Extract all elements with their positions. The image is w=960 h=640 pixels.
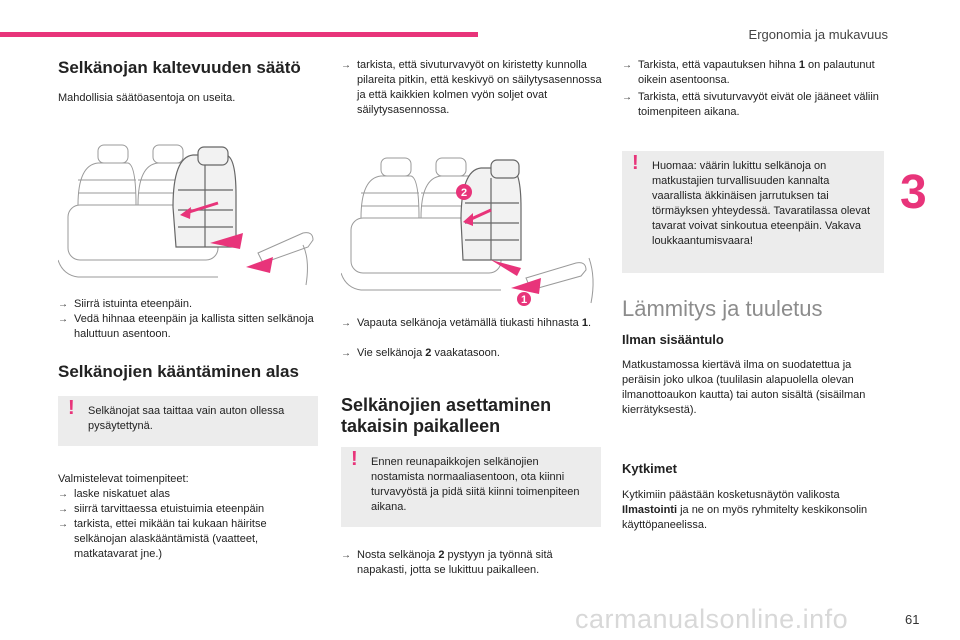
controls-text-a: Kytkimiin päästään kosketusnäytön valiko… [622, 489, 840, 501]
header-accent-bar [0, 32, 478, 37]
release-num: 1 [581, 317, 588, 329]
fold-warning-text: Selkänojat saa taittaa vain auton olless… [88, 405, 285, 432]
raise-bullet: Nosta selkänoja 2 pystyyn ja työnnä sitä… [341, 548, 602, 578]
fold-down-title: Selkänojien kääntäminen alas [58, 362, 299, 381]
raise-end: pystyyn ja työnnä sitä napakasti, jotta … [357, 549, 553, 576]
fold-end: vaakatasoon. [431, 347, 500, 359]
strap-num: 1 [798, 59, 805, 71]
prep-label: Valmistelevat toimenpiteet: [58, 473, 189, 485]
marker-1-label: 1 [521, 294, 527, 306]
raise-text: Nosta selkänoja [357, 549, 439, 561]
marker-2: 2 [456, 184, 472, 200]
lock-warning-box: ! Huomaa: väärin lukittu selkänoja on ma… [622, 151, 884, 273]
fold-bullet: Vie selkänoja 2 vaakatasoon. [341, 346, 597, 361]
strap-check-bullet: Tarkista, että vapautuksen hihna 1 on pa… [622, 58, 900, 88]
restore-warning-box: ! Ennen reunapaikkojen selkänojien nosta… [341, 447, 601, 527]
belt-check-bullet: tarkista, että sivuturvavyöt on kiristet… [341, 58, 602, 118]
page-number: 61 [905, 612, 920, 627]
marker-2-label: 2 [461, 187, 467, 199]
controls-text-c: ja ne on myös ryhmitelty keskikonsolin k… [622, 504, 868, 531]
seat-tilt-intro: Mahdollisia säätöasentoja on useita. [58, 92, 236, 104]
release-end: . [587, 317, 592, 329]
fold-num: 2 [425, 347, 432, 359]
fold-text: Vie selkänoja [357, 347, 426, 359]
section-title: Ergonomia ja mukavuus [748, 27, 888, 42]
seat-tilt-illustration [58, 144, 314, 286]
warning-icon: ! [351, 448, 358, 470]
lock-warning-text: Huomaa: väärin lukittu selkänoja on matk… [652, 160, 871, 247]
controls-heading: Kytkimet [622, 461, 677, 476]
controls-menu-name: Ilmastointi [622, 504, 678, 516]
seat-tilt-title: Selkänojan kaltevuuden säätö [58, 58, 301, 77]
heating-title: Lämmitys ja tuuletus [622, 296, 823, 321]
fold-down-illustration: 2 1 [341, 157, 594, 306]
restore-title: Selkänojien asettaminen takaisin paikall… [341, 395, 552, 436]
release-text: Vapauta selkänoja vetämällä tiukasti hih… [357, 317, 582, 329]
strap-text: Tarkista, että vapautuksen hihna [638, 59, 799, 71]
prep-item-2: siirrä tarvittaessa etuistuimia eteenpäi… [58, 502, 334, 517]
strap-end: on palautunut oikein asentoonsa. [638, 59, 875, 86]
bullet-step-2: Vedä hihnaa eteenpäin ja kallista sitten… [58, 312, 334, 342]
restore-warning-text: Ennen reunapaikkojen selkänojien nostami… [371, 456, 580, 513]
bullet-step-1: Siirrä istuinta eteenpäin. [58, 297, 334, 312]
air-intake-text: Matkustamossa kiertävä ilma on suodatett… [622, 359, 866, 416]
belts-check-bullet: Tarkista, että sivuturvavyöt eivät ole j… [622, 90, 900, 120]
prep-item-1: laske niskatuet alas [58, 487, 334, 502]
prep-item-3: tarkista, ettei mikään tai kukaan häirit… [58, 517, 314, 562]
release-bullet: Vapauta selkänoja vetämällä tiukasti hih… [341, 316, 597, 331]
fold-warning-box: ! Selkänojat saa taittaa vain auton olle… [58, 396, 318, 446]
air-intake-heading: Ilman sisääntulo [622, 332, 724, 347]
marker-1: 1 [517, 292, 531, 306]
warning-icon: ! [68, 397, 75, 419]
watermark: carmanualsonline.info [575, 604, 849, 634]
controls-text: Kytkimiin päästään kosketusnäytön valiko… [622, 488, 884, 533]
chapter-number: 3 [900, 166, 927, 219]
warning-icon: ! [632, 152, 639, 174]
raise-num: 2 [438, 549, 445, 561]
